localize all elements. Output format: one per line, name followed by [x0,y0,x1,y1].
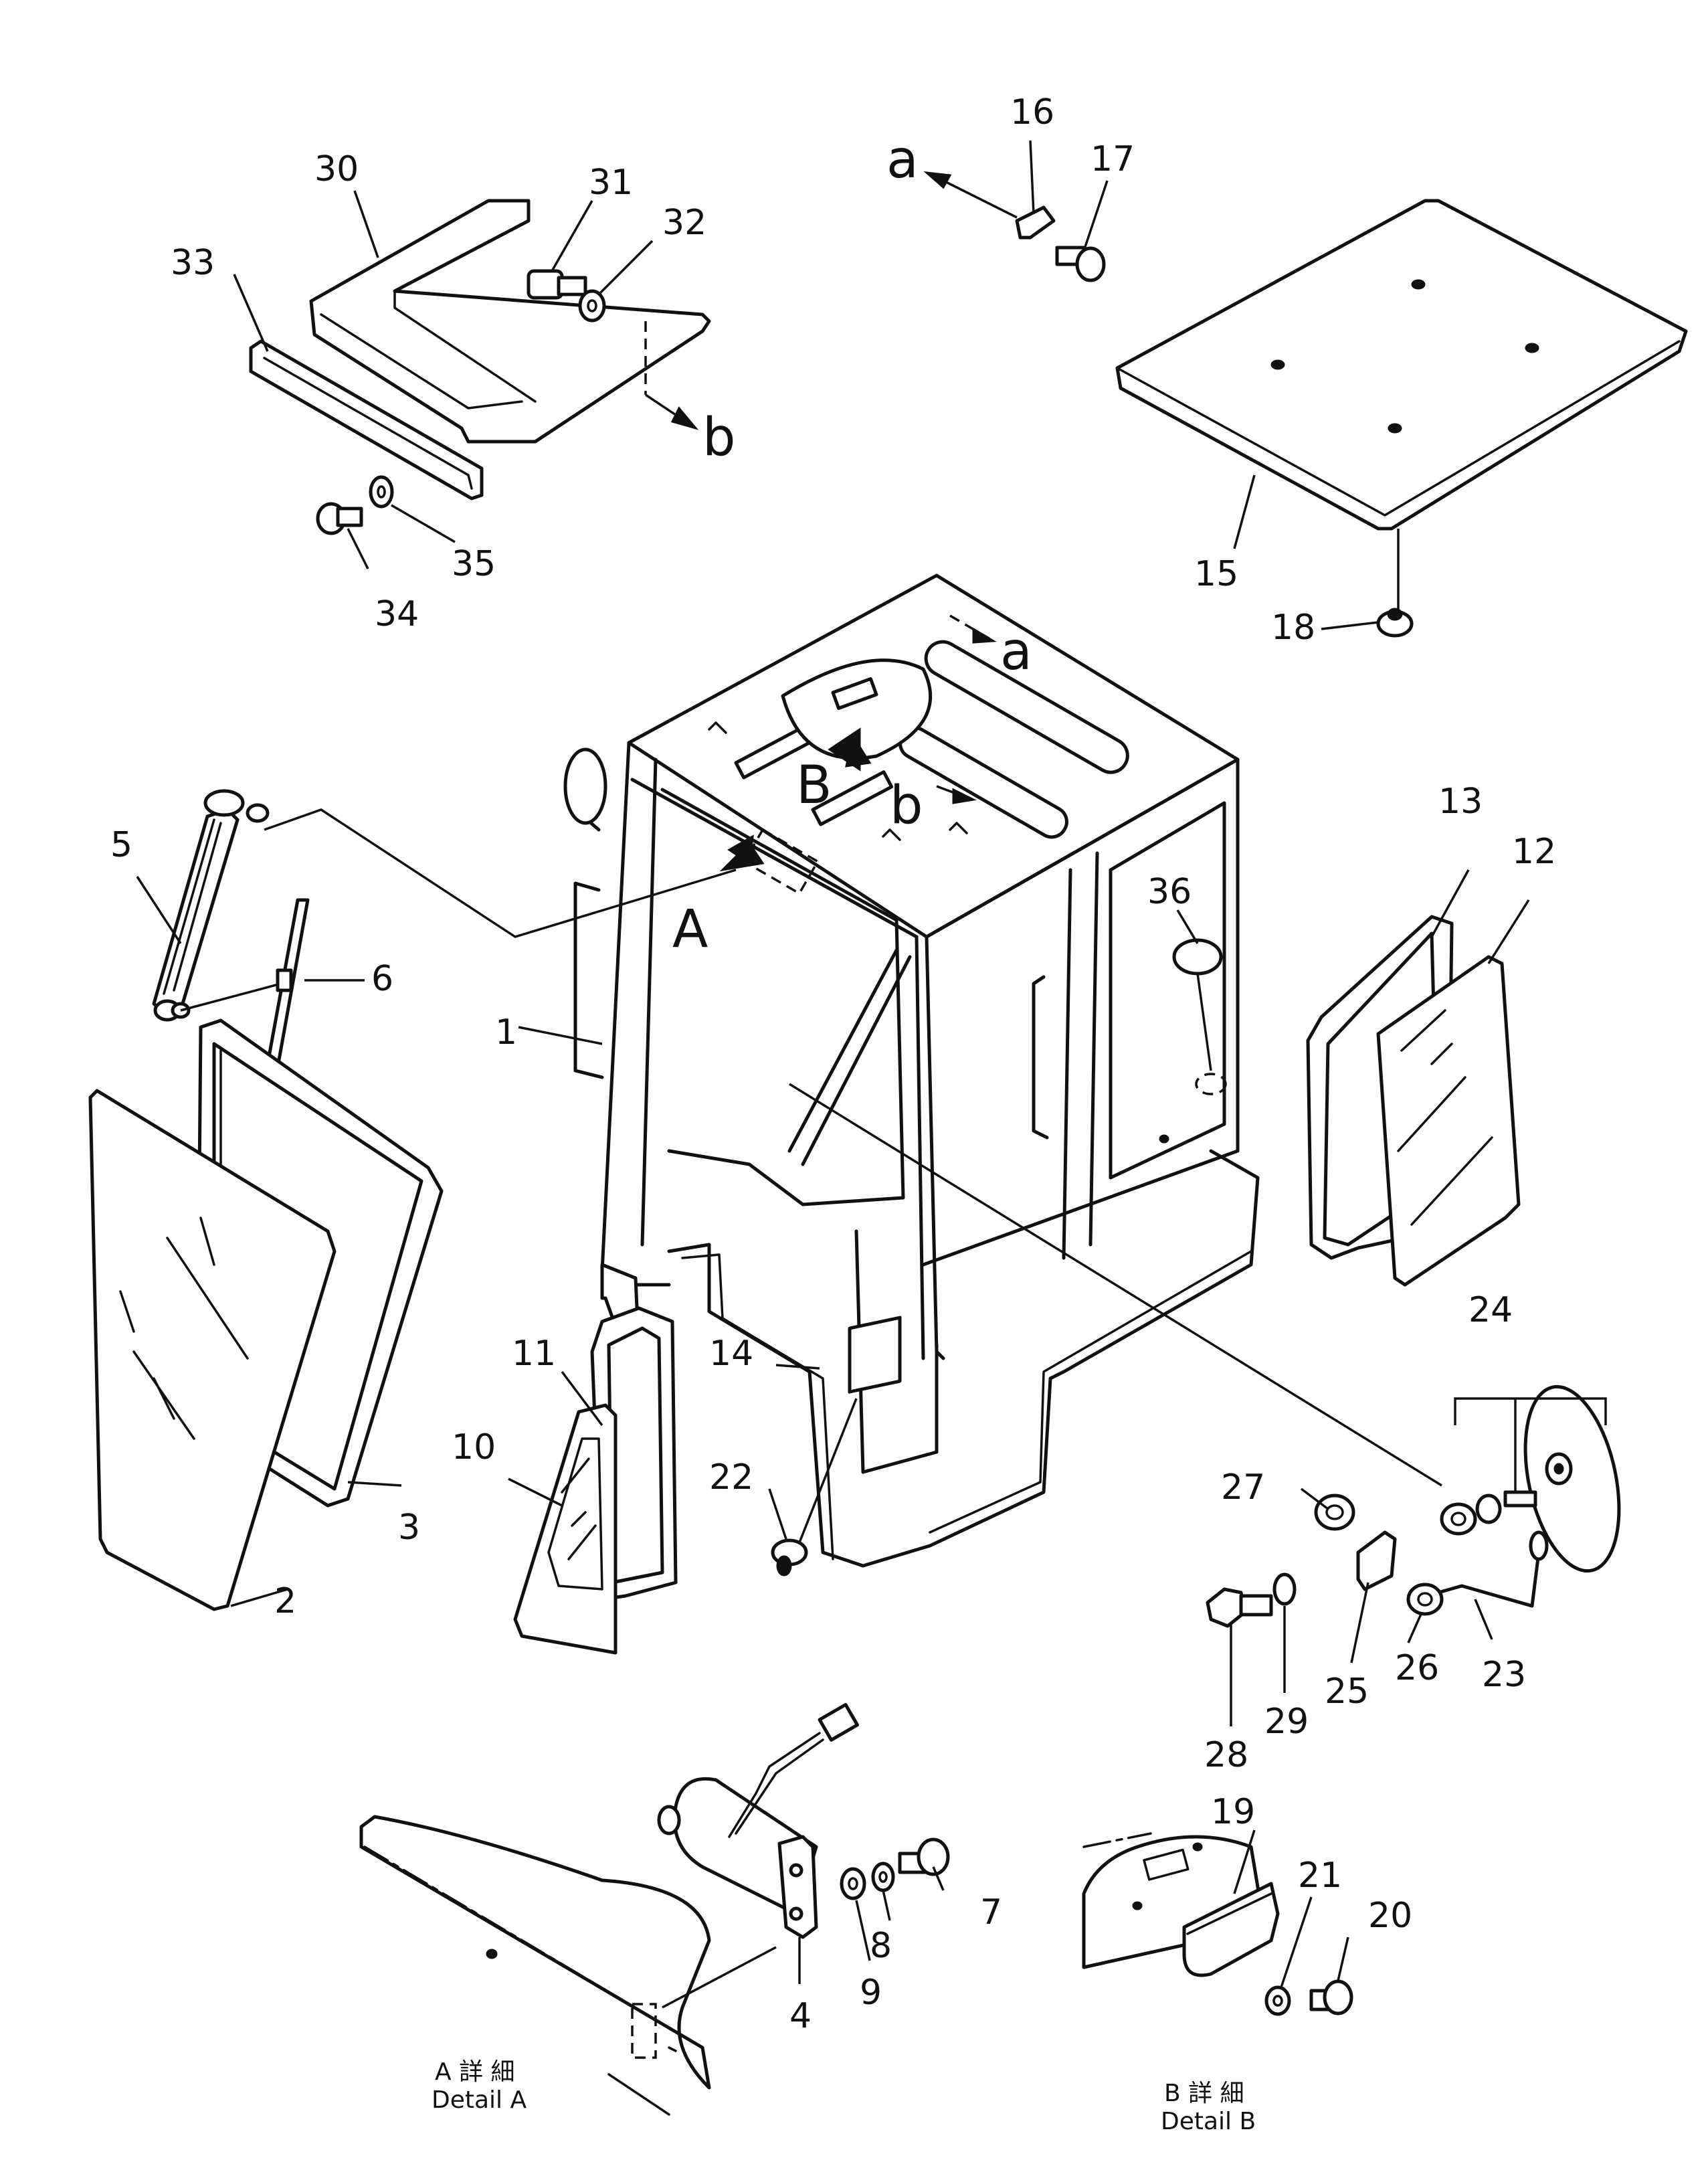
label-20: 20 [1368,1896,1412,1936]
ref-a-top: a [886,130,919,190]
label-31: 31 [589,163,633,203]
label-29: 29 [1264,1702,1309,1742]
part-30-bracket [309,199,711,444]
part-33-trim [249,339,484,501]
label-15: 15 [1194,554,1238,594]
label-6: 6 [371,959,393,999]
part-34-bolt [316,502,363,535]
label-24: 24 [1468,1290,1513,1330]
label-1: 1 [495,1012,517,1053]
label-8: 8 [870,1926,892,1966]
label-22: 22 [709,1457,753,1498]
label-23: 23 [1482,1655,1526,1695]
label-33: 33 [171,243,215,283]
part-32-washer [578,289,606,323]
part-6-wiper-blade [266,898,310,1069]
part-10-triangle-glass [513,1403,618,1655]
part-17-bolt [1055,246,1106,282]
label-18: 18 [1271,608,1315,648]
label-16: 16 [1010,92,1054,132]
part-35-washer [369,475,394,509]
label-19: 19 [1211,1792,1255,1832]
detail-captions: A 詳 細 Detail A B 詳 細 Detail B [432,2058,1256,2135]
part-7-bolt [898,1837,950,1876]
part-16-clip [1015,205,1056,240]
label-27: 27 [1221,1467,1265,1508]
part-22-knob [771,1398,858,1577]
label-25: 25 [1325,1672,1369,1712]
label-2: 2 [274,1581,296,1621]
label-28: 28 [1204,1735,1248,1775]
arrow-a-marker [719,834,765,872]
label-3: 3 [398,1508,420,1548]
label-10: 10 [452,1427,496,1467]
ref-a-roof: a [1000,622,1032,682]
label-32: 32 [662,203,706,243]
ref-b-roof: b [890,776,923,836]
detail-a-jp: A 詳 細 [435,2058,515,2086]
label-13: 13 [1438,782,1483,822]
label-36: 36 [1147,872,1192,912]
part-27-nut [1314,1494,1355,1531]
label-17: 17 [1090,139,1135,179]
part-21-washer [1264,1985,1291,2016]
label-21: 21 [1298,1856,1342,1896]
part-15-roof-panel [1115,199,1688,531]
part-29-washer [1272,1572,1297,1606]
detail-b-jp: B 詳 細 [1164,2080,1244,2107]
leader-lines [136,140,1530,1988]
reference-letters: a b a b B A [672,130,1032,960]
label-34: 34 [375,594,419,634]
detail-a-en: Detail A [432,2086,527,2114]
label-14: 14 [709,1334,753,1374]
part-23-mirror-stay [1436,1530,1549,1608]
part-28-bolt [1206,1587,1273,1628]
detail-b-en: Detail B [1161,2108,1256,2135]
part-9-washer [840,1867,866,1900]
label-7: 7 [980,1892,1002,1932]
part-labels: 30 33 31 32 34 35 16 17 15 18 5 6 1 14 1… [110,92,1556,2036]
part-26-nut [1406,1583,1444,1616]
label-35: 35 [452,544,496,584]
part-24-hardware [1440,1490,1537,1536]
label-4: 4 [789,1996,812,2036]
ref-B: B [796,755,832,816]
part-1-cab-frame [563,573,1260,1568]
label-30: 30 [314,149,359,189]
label-12: 12 [1512,832,1556,872]
part-20-bolt [1309,1979,1353,2015]
part-31-bolt [527,269,587,300]
detail-a-drawing [359,1815,777,2116]
label-11: 11 [512,1334,556,1374]
part-25-bracket [1356,1530,1397,1591]
label-9: 9 [860,1973,882,2013]
label-5: 5 [110,825,132,865]
part-5-wiper-motor [152,789,282,1022]
part-24-mirror [1454,1384,1621,1573]
ref-b-top: b [702,408,736,468]
part-4-wiper-motor [657,1703,859,1939]
part-2-window-glass [88,1089,337,1611]
ref-A: A [672,899,708,960]
arrow-b-marker [828,727,872,772]
part-18-nut [1376,608,1414,638]
part-8-washer [871,1862,895,1892]
part-19-bracket [1182,1882,1280,1977]
label-26: 26 [1395,1648,1439,1688]
